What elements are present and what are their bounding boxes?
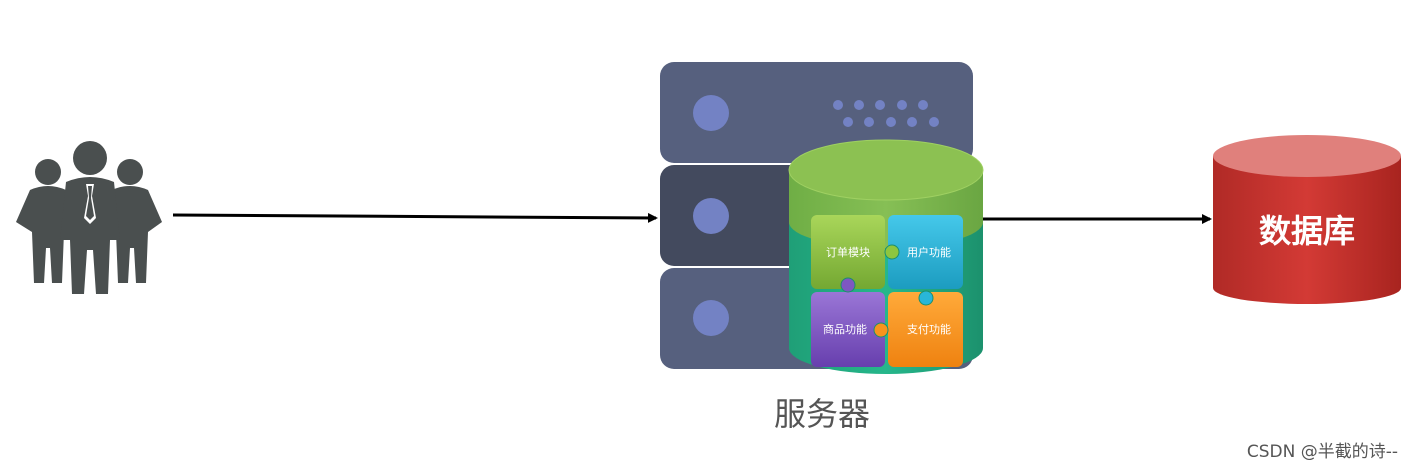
module-product: 商品功能 [811, 292, 885, 367]
module-payment: 支付功能 [888, 292, 963, 367]
module-payment-label: 支付功能 [907, 322, 951, 336]
module-user-label: 用户功能 [907, 245, 951, 259]
module-order: 订单模块 [811, 215, 885, 289]
puzzle-connectors [840, 244, 934, 338]
module-user: 用户功能 [888, 215, 963, 289]
database-label: 数据库 [1259, 212, 1355, 250]
server-label: 服务器 [774, 395, 870, 433]
watermark: CSDN @半截的诗-- [1247, 442, 1398, 462]
arrow-users-to-server [172, 212, 658, 223]
database-icon: 数据库 [1213, 135, 1401, 304]
module-product-label: 商品功能 [823, 322, 867, 336]
users-icon [16, 141, 162, 294]
module-order-label: 订单模块 [826, 246, 870, 259]
